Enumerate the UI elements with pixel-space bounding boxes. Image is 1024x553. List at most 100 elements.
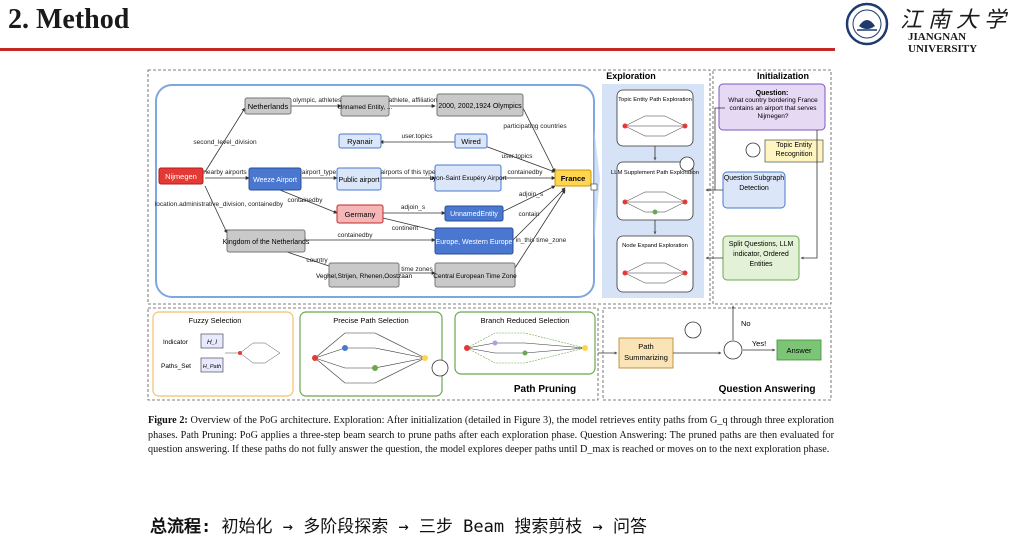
topic-entity-recognition-label: Topic Entity Recognition — [775, 142, 813, 158]
title-divider — [0, 48, 835, 51]
node-wired — [454, 133, 488, 149]
funnel-connector-icon — [590, 183, 598, 191]
question-text: What country bordering France contains a… — [728, 97, 818, 120]
university-seal-icon — [845, 2, 889, 46]
indicator-label: Indicator — [163, 339, 189, 346]
node-germany — [336, 204, 384, 224]
openai-logo-icon — [679, 156, 695, 172]
edge-label: containedby — [287, 197, 323, 204]
h-path-label: H_Path — [203, 364, 221, 370]
summary-label: 总流程: — [150, 517, 212, 537]
paths-set-label: Paths_Set — [161, 363, 191, 370]
openai-logo-icon — [723, 340, 743, 360]
subgraph-detection-label: Question Subgraph Detection — [723, 175, 785, 192]
phase-topic-entity-path-label: Topic Entity Path Exploration — [618, 97, 692, 103]
node-kingdom-netherlands-label: Kingdom of the Netherlands — [223, 239, 310, 246]
node-nijmegen — [158, 167, 204, 185]
initialization-frame — [712, 69, 832, 305]
edge-label: user.topics — [501, 153, 533, 160]
node-weeze-airport-label: Weeze Airport — [253, 177, 297, 184]
pruning-frame — [147, 307, 599, 401]
answer-label: Answer — [786, 346, 812, 355]
precise-path-selection-title: Precise Path Selection — [333, 316, 408, 325]
node-veghel-label: Veghel,Strijen, Rhenen,Oostzaan — [316, 273, 413, 280]
node-central-european-time — [434, 262, 516, 288]
node-germany-label: Germany — [345, 210, 376, 219]
node-france — [554, 169, 592, 187]
node-olympics-label: 2000, 2002,1924 Olympics — [438, 103, 522, 110]
edge-label: airport_type — [302, 169, 337, 176]
node-ryanair-label: Ryanair — [347, 137, 373, 146]
h-i-label: H_I — [207, 339, 217, 346]
openai-logo-icon — [745, 142, 761, 158]
pog-architecture-figure: Nijmegen Netherlands Unnamed Entity, ...… — [147, 69, 832, 401]
node-kingdom-netherlands — [226, 229, 306, 253]
openai-logo-icon — [431, 359, 449, 377]
answer-box — [776, 339, 822, 361]
page-title: 2. Method — [8, 4, 130, 35]
edge-label: country — [306, 257, 328, 264]
caption-text: Overview of the PoG architecture. Explor… — [148, 415, 834, 456]
edge-label: in_this time_zone — [516, 237, 567, 244]
figure-caption: Figure 2: Overview of the PoG architectu… — [148, 414, 834, 458]
node-ryanair — [338, 133, 382, 149]
initialization-title: Initialization — [757, 71, 809, 81]
node-lyon-airport-label: Lyon-Saint Exupéry Airport — [429, 175, 506, 182]
university-name-cn: 江南大学 — [900, 8, 1013, 33]
university-logo — [845, 2, 889, 46]
node-olympics — [436, 93, 524, 117]
node-netherlands-label: Netherlands — [248, 102, 289, 111]
caption-label: Figure 2: — [148, 415, 188, 426]
edge-label: adjoin_s — [401, 204, 426, 211]
edge-label: airports of this type — [381, 169, 436, 176]
edge-label: location.administrative_division, contai… — [155, 201, 284, 208]
path-summarizing-box — [618, 337, 674, 369]
exploration-title: Exploration — [606, 71, 656, 81]
edge-label: athlete, affiliation — [389, 97, 438, 104]
edge-label: olympic, athletes — [293, 97, 342, 104]
node-public-airport — [336, 167, 382, 191]
node-lyon-airport — [434, 164, 502, 192]
edge-label: containedby — [337, 232, 373, 239]
node-unnamed-entity-label: UnnamedEntity — [450, 211, 498, 218]
question-answering-title: Question Answering — [719, 384, 816, 395]
edge-label: contain — [519, 211, 540, 218]
fuzzy-selection-box — [152, 311, 294, 397]
university-name-en: JIANGNAN UNIVERSITY — [908, 31, 978, 55]
branch-reduced-selection-title: Branch Reduced Selection — [481, 316, 570, 325]
summary-flow: 初始化 → 多阶段探索 → 三步 Beam 搜索剪枝 → 问答 — [221, 517, 648, 537]
edge-label: containedby — [507, 169, 543, 176]
edge-label: continent — [392, 225, 419, 232]
node-unnamed-entity — [444, 205, 504, 222]
fuzzy-selection-title: Fuzzy Selection — [189, 316, 242, 325]
h-i-encoder — [200, 333, 224, 349]
node-wired-label: Wired — [461, 137, 481, 146]
overall-flow-summary: 总流程: 初始化 → 多阶段探索 → 三步 Beam 搜索剪枝 → 问答 — [150, 512, 647, 537]
no-label: No — [741, 319, 751, 328]
edge-label: second_level_division — [193, 139, 257, 146]
node-netherlands — [244, 97, 292, 115]
node-nijmegen-label: Nijmegen — [165, 172, 197, 181]
question-title: Question: — [756, 90, 789, 97]
node-unnamed-entity-top — [340, 95, 390, 117]
phase-node-expand-label: Node Expand Exploration — [622, 243, 688, 249]
node-public-airport-label: Public airport — [339, 177, 380, 184]
node-unnamed-entity-top-label: Unnamed Entity, ... — [338, 104, 393, 111]
topic-entity-recognition-box — [764, 139, 824, 163]
node-central-european-time-label: Central European Time Zone — [433, 273, 517, 280]
phase-node-expand — [616, 235, 694, 293]
openai-logo-icon — [684, 321, 702, 339]
node-france-label: France — [561, 174, 586, 183]
edge-label: nearby airports — [203, 169, 247, 176]
edge-label: participating countries — [503, 123, 567, 130]
path-pruning-title: Path Pruning — [514, 384, 576, 395]
h-path-encoder — [200, 357, 224, 373]
path-summarizing-label: Path Summarizing — [624, 342, 668, 362]
node-europe — [434, 227, 514, 255]
question-box — [718, 83, 826, 131]
phase-llm-supplement-label: LLM Supplement Path Exploration — [611, 170, 699, 176]
node-weeze-airport — [248, 167, 302, 191]
exploration-frame — [147, 69, 711, 305]
edge-label: time zones — [401, 266, 433, 273]
yes-label: Yes! — [752, 339, 766, 348]
